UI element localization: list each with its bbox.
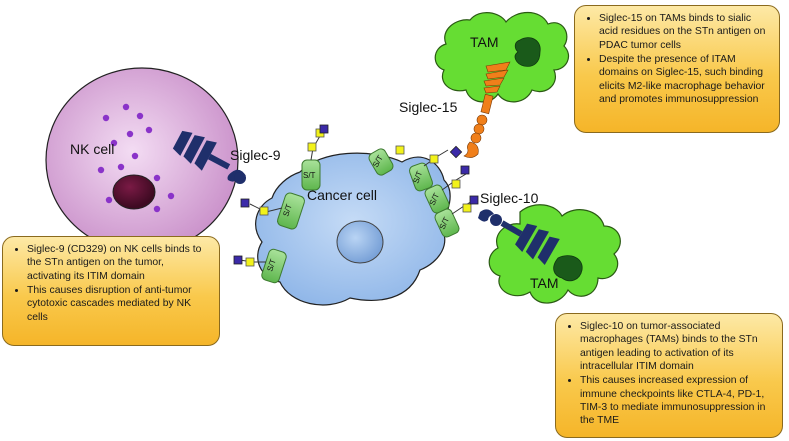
cancer-cell-label: Cancer cell xyxy=(307,187,377,203)
st-antigen-right-2: S/T xyxy=(409,145,463,192)
siglec10-binding-head xyxy=(478,209,494,222)
siglec9-label: Siglec-9 xyxy=(230,147,281,163)
siglec10-note: Siglec-10 on tumor-associated macrophage… xyxy=(555,313,783,438)
tam-top: TAM xyxy=(434,11,569,103)
siglec9-note: Siglec-9 (CD329) on NK cells binds to th… xyxy=(2,236,220,346)
siglec10-receptor xyxy=(478,209,560,265)
tam-bottom-label: TAM xyxy=(530,275,559,291)
nk-granules xyxy=(97,103,175,213)
st-antigen-left-upper: S/T xyxy=(240,192,305,230)
st-label: S/T xyxy=(281,203,293,218)
siglec15-note-list: Siglec-15 on TAMs binds to sialic acid r… xyxy=(583,12,769,106)
siglec15-note: Siglec-15 on TAMs binds to sialic acid r… xyxy=(574,5,780,133)
st-antigen-left-lower: S/T xyxy=(233,248,287,284)
st-label: S/T xyxy=(411,170,424,185)
tam-bottom-body xyxy=(488,204,621,304)
siglec15-note-item: Despite the presence of ITAM domains on … xyxy=(599,53,769,106)
siglec10-note-item: Siglec-10 on tumor-associated macrophage… xyxy=(580,320,772,373)
nk-cell-label: NK cell xyxy=(70,141,114,157)
tam-top-body xyxy=(434,11,569,103)
siglec15-note-item: Siglec-15 on TAMs binds to sialic acid r… xyxy=(599,12,769,52)
tam-top-nucleus xyxy=(514,37,541,67)
st-antigen-right-1: S/T xyxy=(368,145,405,176)
siglec15-receptor xyxy=(463,61,511,158)
siglec9-receptor xyxy=(172,130,246,184)
tam-top-label: TAM xyxy=(470,34,499,50)
nk-cell: NK cell xyxy=(45,67,239,253)
st-label: S/T xyxy=(303,171,316,180)
st-antigen-right-3: S/T xyxy=(424,165,470,214)
siglec10-note-item: This causes increased expression of immu… xyxy=(580,374,772,427)
st-antigen-top: S/T xyxy=(301,124,329,191)
siglec10-note-list: Siglec-10 on tumor-associated macrophage… xyxy=(564,320,772,428)
tam-bottom-nucleus xyxy=(553,255,583,282)
st-antigen-right-4: S/T xyxy=(434,195,479,238)
siglec9-note-item: This causes disruption of anti-tumor cyt… xyxy=(27,284,209,324)
siglec15-label: Siglec-15 xyxy=(399,99,458,115)
cancer-cell-nucleus xyxy=(336,220,384,264)
siglec10-label: Siglec-10 xyxy=(480,190,539,206)
nk-cell-nucleus xyxy=(112,174,156,210)
tam-bottom: TAM xyxy=(488,204,621,304)
siglec9-note-list: Siglec-9 (CD329) on NK cells binds to th… xyxy=(11,243,209,324)
siglec15-binding-head xyxy=(463,141,479,158)
siglec9-note-item: Siglec-9 (CD329) on NK cells binds to th… xyxy=(27,243,209,283)
nk-cell-body xyxy=(45,67,239,253)
st-label: S/T xyxy=(265,258,277,273)
cancer-cell: Cancer cell xyxy=(255,152,451,306)
